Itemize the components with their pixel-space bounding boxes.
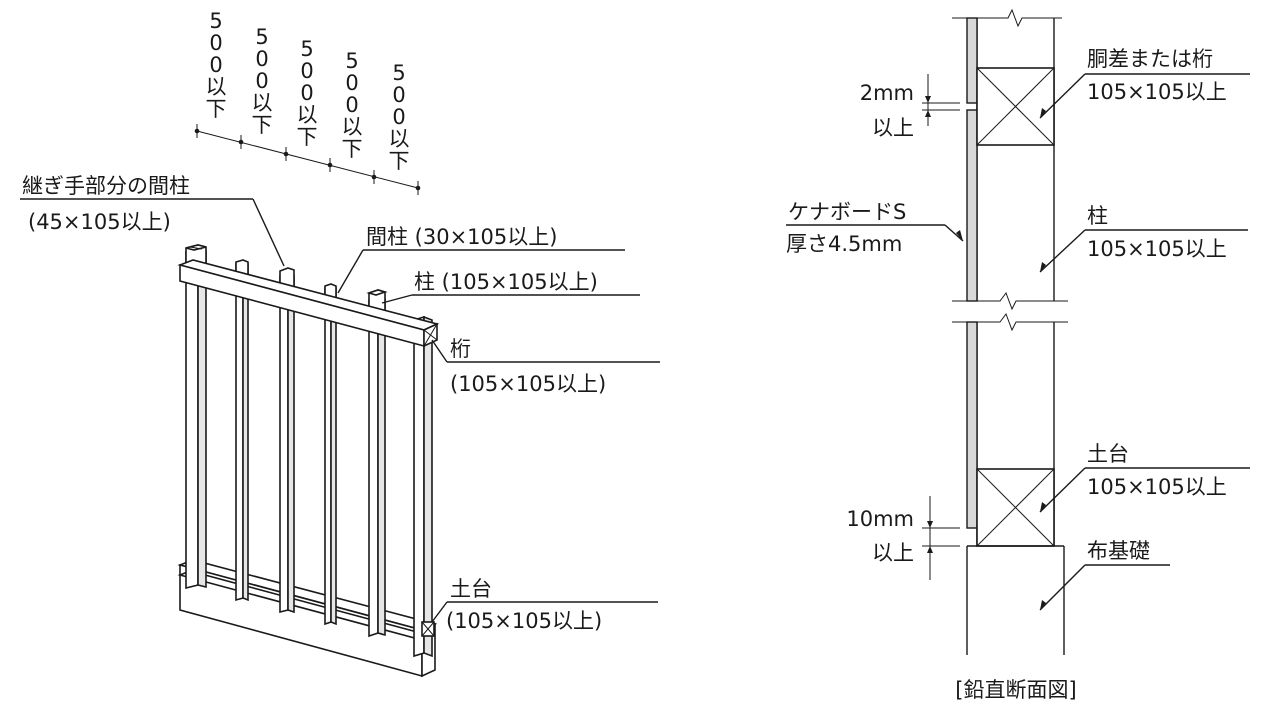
svg-text:下: 下 — [206, 97, 227, 121]
svg-text:下: 下 — [389, 149, 410, 173]
svg-text:以: 以 — [252, 91, 273, 115]
svg-text:0: 0 — [392, 105, 405, 129]
svg-text:5: 5 — [392, 61, 405, 85]
studs — [185, 247, 433, 658]
svg-text:5: 5 — [209, 9, 222, 33]
svg-text:下: 下 — [342, 137, 363, 161]
post-label: 柱 (105×105以上) — [414, 270, 598, 294]
spacing-label-2: 5 0 0 以 下 — [252, 25, 273, 137]
spacing-label-1: 5 0 0 以 下 — [206, 9, 227, 121]
post-label-right: 柱 — [1087, 204, 1108, 228]
svg-text:以: 以 — [342, 115, 363, 139]
svg-text:以: 以 — [389, 127, 410, 151]
spacing-dimension-line — [194, 124, 421, 195]
svg-text:5: 5 — [345, 49, 358, 73]
sill-end-mark — [421, 621, 435, 637]
gap-bottom-value: 10mm — [846, 507, 914, 531]
vertical-section: 2mm 以上 ケナボードS 厚さ4.5mm 胴差または桁 105×105以上 柱… — [786, 8, 1250, 702]
spacing-label-5: 5 0 0 以 下 — [389, 61, 410, 173]
sill-label-right: 土台 — [1087, 442, 1129, 466]
svg-text:0: 0 — [300, 59, 313, 83]
svg-text:以: 以 — [297, 103, 318, 127]
kenaboard — [966, 17, 978, 529]
svg-text:下: 下 — [252, 113, 273, 137]
girder-size: 105×105以上 — [1087, 80, 1227, 104]
svg-text:0: 0 — [255, 47, 268, 71]
joint-stud-label: 継ぎ手部分の間柱 — [22, 174, 190, 198]
section-caption: [鉛直断面図] — [955, 678, 1076, 702]
sill-size: (105×105以上) — [446, 609, 602, 633]
wall-frame-isometric: 5 0 0 以 下 5 0 0 以 下 5 0 0 以 下 5 0 0 以 下 — [20, 9, 660, 678]
leaders-right — [786, 73, 1250, 611]
svg-text:0: 0 — [345, 71, 358, 95]
gap-top-dimension — [922, 74, 960, 126]
foundation-label: 布基礎 — [1087, 539, 1150, 563]
beam-label: 桁 — [450, 337, 471, 361]
sill-label: 土台 — [450, 577, 492, 601]
svg-text:0: 0 — [209, 31, 222, 55]
svg-text:0: 0 — [300, 81, 313, 105]
gap-bottom-unit: 以上 — [872, 541, 914, 565]
sill-size-right: 105×105以上 — [1087, 475, 1227, 499]
joint-stud-size: (45×105以上) — [28, 210, 171, 234]
gap-top-unit: 以上 — [872, 116, 914, 140]
beam-size: (105×105以上) — [450, 372, 606, 396]
break-line-middle — [952, 291, 1068, 332]
svg-text:5: 5 — [300, 37, 313, 61]
spacing-label-4: 5 0 0 以 下 — [342, 49, 363, 161]
sill-base — [177, 559, 438, 678]
top-beam — [177, 259, 440, 348]
girder-label: 胴差または桁 — [1087, 47, 1213, 71]
svg-text:5: 5 — [255, 25, 268, 49]
svg-text:0: 0 — [255, 69, 268, 93]
stud-label: 間柱 (30×105以上) — [366, 225, 557, 249]
svg-text:以: 以 — [206, 75, 227, 99]
post-size-right: 105×105以上 — [1087, 237, 1227, 261]
girder-section — [976, 67, 1055, 146]
gap-top-value: 2mm — [860, 81, 914, 105]
svg-text:下: 下 — [297, 125, 318, 149]
board-thickness: 厚さ4.5mm — [786, 232, 902, 256]
board-label: ケナボードS — [788, 200, 906, 224]
foundation-section — [966, 545, 1065, 655]
gap-bottom-dimension — [922, 496, 960, 580]
svg-text:0: 0 — [345, 93, 358, 117]
spacing-label-3: 5 0 0 以 下 — [297, 37, 318, 149]
svg-text:0: 0 — [209, 53, 222, 77]
svg-text:0: 0 — [392, 83, 405, 107]
leaders-left — [20, 198, 660, 623]
break-line-top — [952, 8, 1062, 28]
